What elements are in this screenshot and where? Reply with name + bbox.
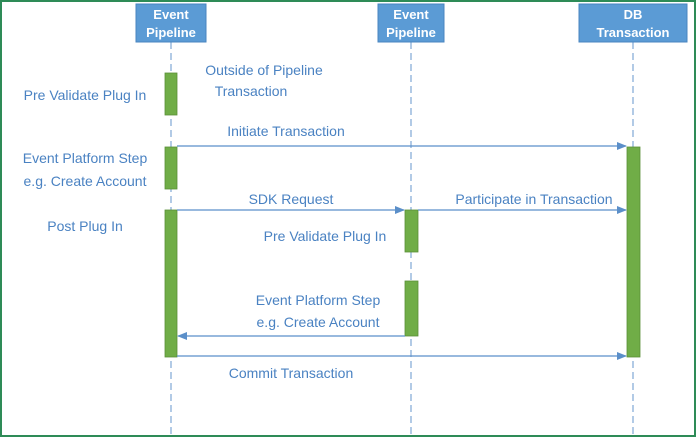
activation-bars bbox=[164, 72, 641, 358]
messages: Initiate Transaction SDK Request Partici… bbox=[177, 123, 627, 381]
note-event-platform-2-line2: e.g. Create Account bbox=[257, 314, 380, 330]
activation-bar bbox=[404, 209, 419, 253]
note-outside-pipeline-line1: Outside of Pipeline bbox=[205, 62, 323, 78]
message-label-sdk: SDK Request bbox=[249, 191, 334, 207]
participant-header-box bbox=[377, 3, 445, 43]
activation-bar bbox=[626, 146, 641, 358]
participant-label-line1: Event bbox=[153, 7, 189, 22]
note-event-platform-1-line2: e.g. Create Account bbox=[24, 173, 147, 189]
note-pre-validate-1: Pre Validate Plug In bbox=[24, 87, 147, 103]
participant-label-line2: Pipeline bbox=[146, 25, 196, 40]
message-label-initiate: Initiate Transaction bbox=[227, 123, 345, 139]
participant-label-line2: Pipeline bbox=[386, 25, 436, 40]
activation-bar bbox=[164, 72, 178, 116]
activation-bar bbox=[164, 209, 178, 358]
message-label-participate: Participate in Transaction bbox=[455, 191, 612, 207]
participant-label-line2: Transaction bbox=[597, 25, 670, 40]
participant-event-pipeline-1: Event Pipeline bbox=[135, 3, 207, 43]
participant-label-line1: DB bbox=[624, 7, 643, 22]
note-event-platform-2-line1: Event Platform Step bbox=[256, 292, 381, 308]
participant-event-pipeline-2: Event Pipeline bbox=[377, 3, 445, 43]
message-label-commit: Commit Transaction bbox=[229, 365, 353, 381]
participant-db-transaction: DB Transaction bbox=[578, 3, 688, 43]
activation-bar bbox=[164, 146, 178, 190]
activation-bar bbox=[404, 280, 419, 337]
participant-header-box bbox=[578, 3, 688, 43]
note-event-platform-1-line1: Event Platform Step bbox=[23, 150, 148, 166]
participant-label-line1: Event bbox=[393, 7, 429, 22]
notes: Pre Validate Plug In Outside of Pipeline… bbox=[23, 62, 387, 330]
participant-header-box bbox=[135, 3, 207, 43]
note-post-plug-in: Post Plug In bbox=[47, 218, 123, 234]
note-outside-pipeline-line2: Transaction bbox=[215, 83, 288, 99]
note-pre-validate-2: Pre Validate Plug In bbox=[264, 228, 387, 244]
